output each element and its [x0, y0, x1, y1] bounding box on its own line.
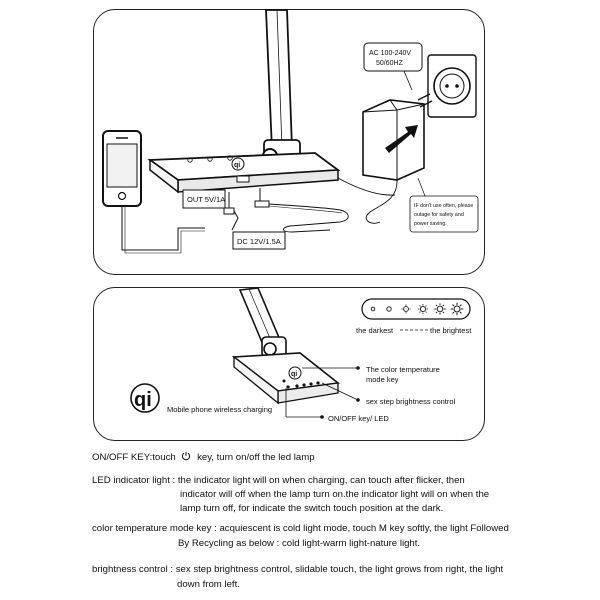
power-icon — [181, 451, 191, 461]
note-line-3: power saving. — [414, 221, 447, 227]
led-text-2: indicator will off when the lamp turn on… — [180, 489, 490, 500]
wall-socket-icon — [427, 54, 477, 118]
ac-label-box — [363, 42, 423, 72]
dc-label-box — [232, 231, 286, 250]
bottom-diagram: qi The color temperature mode key sex st… — [130, 287, 472, 423]
wireless-label: Mobile phone wireless charging — [167, 405, 272, 414]
top-diagram: qi OUT 5V/1A DC 12V/1.5A AC 100-240V 50/… — [102, 9, 479, 254]
color-mode-label-1: The color temperature — [366, 365, 440, 374]
svg-text:qi: qi — [234, 162, 240, 169]
ac-label-2: 50/60HZ — [376, 60, 404, 67]
qi-logo-icon: qi — [130, 383, 160, 413]
power-adapter-icon — [362, 93, 433, 181]
led-text-3: lamp turn off, for indicate the switch t… — [180, 503, 444, 514]
lamp-arm-bottom — [238, 287, 287, 358]
onoff-key-label: ON/OFF KEY:touch — [92, 452, 176, 463]
color-text-1: acquiescent is cold light mode, touch M … — [219, 523, 509, 534]
led-text-1: the indicator light will on when chargin… — [177, 475, 465, 486]
bright-key: brightness control : — [92, 564, 174, 575]
phone-cable — [121, 206, 205, 251]
color-key-description: color temperature mode key : acquiescent… — [92, 522, 532, 536]
six-step-label: sex step brightness control — [366, 397, 456, 406]
ac-label-1: AC 100-240V — [369, 50, 411, 57]
led-description: LED indicator light : the indicator ligh… — [92, 474, 522, 488]
svg-text:qi: qi — [134, 389, 152, 411]
out-label: OUT 5V/1A — [187, 195, 225, 204]
bright-text-1: sex step brightness control, slidable to… — [175, 564, 504, 575]
darkest-label: the darkest — [356, 326, 394, 335]
onoff-label: ON/OFF key/ LED — [328, 414, 389, 423]
color-mode-label-2: mode key — [366, 375, 399, 384]
lamp-base: qi — [147, 152, 341, 194]
note-line-1: IF don't use often, please — [414, 203, 473, 209]
brightest-label: the brightest — [430, 326, 472, 335]
lamp-base-bottom: qi — [231, 352, 340, 405]
color-key: color temperature mode key : — [92, 523, 217, 534]
note-line-2: outage for safety and — [414, 212, 464, 218]
out-label-box — [182, 189, 226, 209]
color-text-2: By Recycling as below : cold light-warm … — [178, 538, 421, 549]
brightness-description: brightness control : sex step brightness… — [92, 563, 532, 577]
onoff-key-text: key, turn on/off the led lamp — [197, 452, 315, 463]
note-box — [409, 195, 479, 233]
dc-label: DC 12V/1.5A — [237, 237, 281, 246]
bright-text-2: down from left. — [177, 579, 240, 590]
lamp-arm — [262, 9, 301, 167]
onoff-key-description: ON/OFF KEY:touch key, turn on/off the le… — [92, 451, 532, 465]
led-key: LED indicator light : — [92, 475, 176, 486]
brightness-scale-box — [361, 298, 471, 320]
svg-text:qi: qi — [291, 371, 297, 378]
smartphone-icon — [102, 130, 142, 207]
